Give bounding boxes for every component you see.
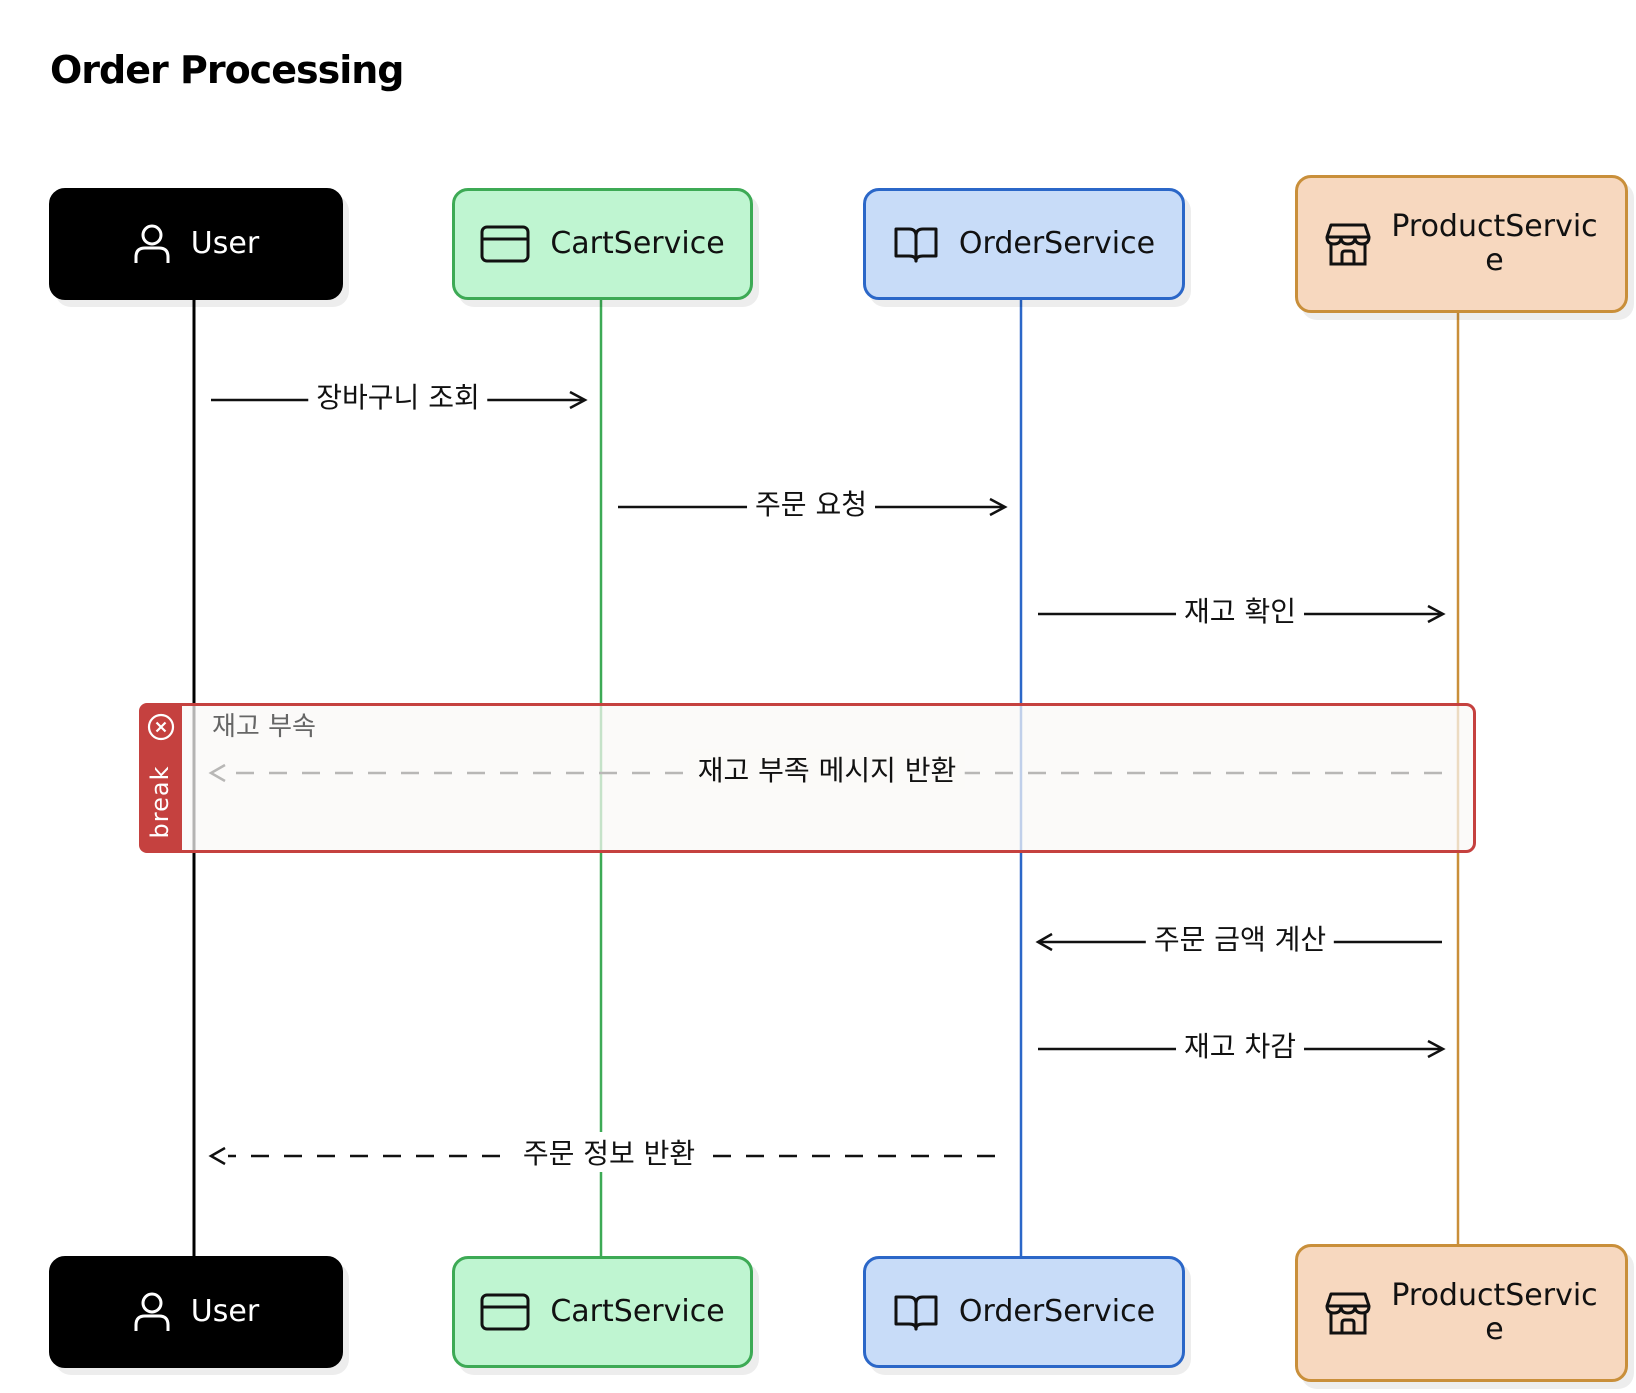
participant-label: CartService — [550, 1293, 725, 1329]
participant-product-top[interactable]: ProductServic e — [1295, 175, 1628, 313]
participant-label: ProductServic e — [1391, 1277, 1598, 1347]
store-icon — [1325, 221, 1371, 267]
participant-order-bottom[interactable]: OrderService — [863, 1256, 1185, 1368]
participant-cart-top[interactable]: CartService — [452, 188, 753, 300]
message-label: 재고 부족 메시지 반환 — [689, 749, 965, 789]
participant-user-bottom[interactable]: User — [49, 1256, 343, 1368]
message-label: 주문 요청 — [747, 483, 875, 523]
store-icon — [1325, 1290, 1371, 1336]
card-icon — [480, 1293, 530, 1331]
participant-label: User — [190, 1293, 260, 1329]
participant-label: User — [190, 225, 260, 261]
participant-user-top[interactable]: User — [49, 188, 343, 300]
message-label: 재고 확인 — [1176, 590, 1304, 630]
arrow-head-3 — [1427, 604, 1446, 624]
break-label: break — [146, 765, 174, 839]
participant-label: ProductServic e — [1391, 208, 1598, 278]
arrow-head-1 — [569, 390, 588, 410]
message-label: 주문 금액 계산 — [1145, 918, 1335, 958]
user-icon — [133, 1291, 171, 1333]
participant-cart-bottom[interactable]: CartService — [452, 1256, 753, 1368]
participant-label: OrderService — [958, 1293, 1156, 1329]
arrow-head-7 — [208, 1146, 226, 1166]
break-condition: 재고 부속 — [212, 712, 316, 742]
arrow-head-5 — [1035, 932, 1053, 952]
message-label: 재고 차감 — [1176, 1025, 1304, 1065]
message-label: 주문 정보 반환 — [514, 1132, 704, 1172]
book-icon — [893, 1292, 939, 1332]
close-circle-icon — [147, 713, 175, 741]
participant-label: CartService — [550, 225, 725, 261]
participant-product-bottom[interactable]: ProductServic e — [1295, 1244, 1628, 1382]
diagram-title: Order Processing — [50, 48, 404, 92]
card-icon — [480, 225, 530, 263]
participant-order-top[interactable]: OrderService — [863, 188, 1185, 300]
arrow-head-6 — [1427, 1039, 1446, 1059]
user-icon — [133, 223, 171, 265]
participant-label: OrderService — [958, 225, 1156, 261]
book-icon — [893, 224, 939, 264]
arrow-head-2 — [989, 497, 1008, 517]
message-label: 장바구니 조회 — [308, 376, 488, 416]
